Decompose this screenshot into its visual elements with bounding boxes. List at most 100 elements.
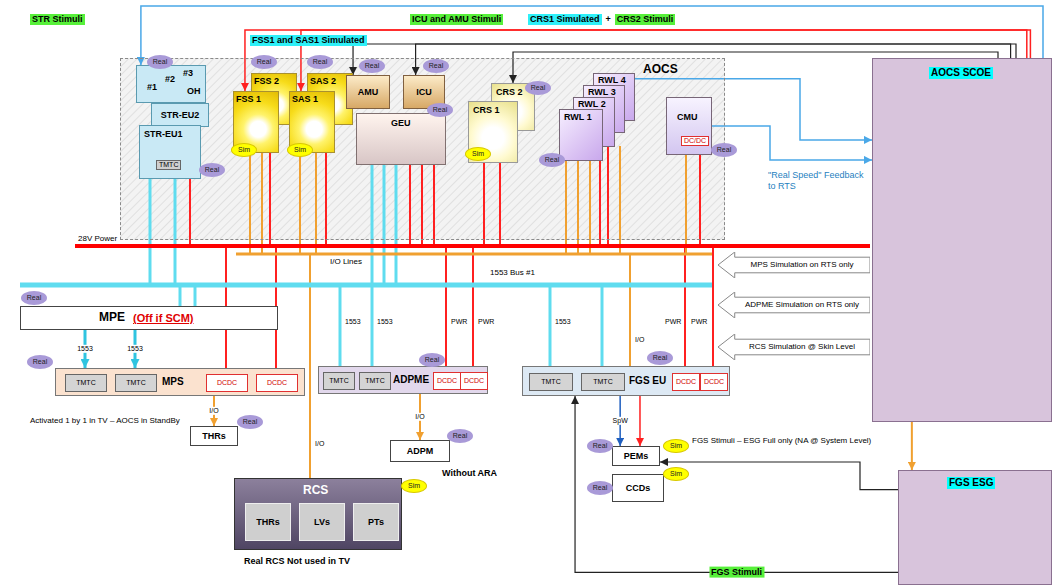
test-equipment-panel: AOCS SCOE bbox=[872, 58, 1052, 422]
unit-box: MPE(Off if SCM) bbox=[20, 306, 278, 330]
block-arrow: MPS Simulation on RTS only bbox=[718, 252, 870, 278]
tmtc-board: TMTC bbox=[359, 372, 391, 390]
node-label: GEU bbox=[391, 118, 411, 128]
io-wires bbox=[250, 124, 686, 478]
connector-label: SpW bbox=[612, 417, 629, 425]
node-label: Real bbox=[653, 354, 667, 362]
power-wire bbox=[499, 162, 501, 246]
annotation-label: PWR bbox=[664, 318, 682, 326]
annotation-label: 1553 bbox=[344, 318, 362, 326]
power-wire bbox=[269, 152, 271, 246]
node-label: Real bbox=[531, 84, 545, 92]
block-arrow: ADPME Simulation on RTS only bbox=[718, 292, 870, 318]
status-badge: Real bbox=[427, 103, 453, 117]
dcdc-board: DCDC bbox=[460, 372, 488, 390]
star-tracker-unit: STR-EU1TMTC bbox=[139, 125, 201, 179]
node-label: STR-EU1 bbox=[144, 129, 183, 139]
node-label: TMTC bbox=[329, 377, 348, 385]
node-label: RWL 2 bbox=[578, 99, 606, 109]
node-label: ADPM bbox=[407, 446, 434, 456]
propulsion-part: LVs bbox=[299, 503, 345, 541]
annotation-label: 1553 bbox=[554, 318, 572, 326]
status-badge: Real bbox=[359, 59, 385, 73]
annotation-label: PWR bbox=[477, 318, 495, 326]
annotation-label: I/O Lines bbox=[330, 257, 362, 267]
node-label: Real bbox=[545, 156, 559, 164]
status-badge: Real bbox=[647, 351, 673, 365]
node-label: DCDC bbox=[437, 377, 457, 385]
annotation-label: CRS1 Simulated bbox=[528, 14, 602, 25]
power-wire bbox=[472, 246, 474, 371]
node-label: MPS Simulation on RTS only bbox=[750, 260, 853, 269]
subsystem-region: AOCS#1#2#3OHSTR-EU2STR-EU1TMTCFSS 2FSS 1… bbox=[120, 58, 725, 240]
connector bbox=[141, 6, 1043, 65]
io-wire bbox=[249, 152, 251, 254]
io-wire bbox=[309, 254, 311, 478]
tmtc-board: TMTC bbox=[581, 373, 625, 391]
annotation-label: FSS1 and SAS1 Simulated bbox=[250, 35, 367, 46]
propulsion-part: PTs bbox=[353, 503, 399, 541]
node-label: Real bbox=[453, 432, 467, 440]
power-wires bbox=[190, 146, 713, 373]
node-label: Real bbox=[425, 356, 439, 364]
node-label: RCS Simulation @ Skin Level bbox=[749, 342, 855, 351]
node-label: CMU bbox=[677, 112, 698, 122]
node-label: Real bbox=[205, 166, 219, 174]
connector bbox=[575, 396, 898, 572]
control-unit: CMU DC/DC bbox=[666, 97, 712, 155]
tmtc-board: TMTC bbox=[65, 374, 107, 392]
propulsion-part: THRs bbox=[245, 503, 291, 541]
power-wire bbox=[712, 246, 714, 372]
node-label: AOCS SCOE bbox=[929, 67, 993, 79]
unit-box: ADPMETMTCTMTCDCDCDCDC bbox=[318, 366, 488, 394]
annotation-label: STR Stimuli bbox=[30, 14, 85, 25]
data-wire bbox=[601, 285, 604, 372]
data-wires bbox=[150, 164, 602, 372]
connector-label: FGS Stimuli bbox=[709, 567, 764, 578]
status-badge: Real bbox=[711, 143, 737, 157]
annotation-label: FGS Stimuli – ESG Full only (NA @ System… bbox=[692, 436, 871, 446]
data-wire bbox=[395, 164, 398, 285]
node-label: TMTC bbox=[593, 378, 612, 386]
power-wire bbox=[409, 164, 411, 246]
node-label: ADPME bbox=[393, 374, 429, 386]
node-label: Real bbox=[243, 418, 257, 426]
annotation-label: I/O bbox=[634, 336, 645, 344]
annotation-label: CRS2 Stimuli bbox=[615, 14, 676, 25]
power-wire bbox=[684, 246, 686, 372]
node-label: RCS bbox=[303, 484, 328, 498]
power-wire bbox=[325, 152, 327, 246]
power-wire bbox=[189, 178, 191, 246]
status-badge: Real bbox=[587, 481, 613, 495]
connector bbox=[660, 462, 898, 490]
block-arrow-outline bbox=[718, 252, 870, 278]
node-label: Sim bbox=[408, 482, 420, 490]
power-wire bbox=[421, 164, 423, 246]
dcdc-board: DCDC bbox=[256, 374, 298, 392]
io-bus bbox=[236, 253, 712, 256]
data-wire bbox=[194, 285, 197, 306]
dcdc-board: DCDC bbox=[433, 372, 461, 390]
annotation-label: I/O bbox=[314, 440, 325, 448]
node-label: OH bbox=[187, 86, 201, 96]
unit-box: ADPM bbox=[390, 440, 450, 462]
annotation-label: + bbox=[606, 14, 611, 25]
node-label: RWL 4 bbox=[598, 75, 626, 85]
unit-box: MPSTMTCTMTCDCDCDCDC bbox=[55, 368, 305, 396]
status-badge: Real bbox=[147, 55, 173, 69]
node-label: #2 bbox=[165, 74, 175, 84]
node-label: STR-EU2 bbox=[161, 110, 200, 120]
node-label: DC/DC bbox=[681, 136, 709, 146]
power-wire bbox=[599, 160, 601, 246]
node-label: Real bbox=[717, 146, 731, 154]
data-bus bbox=[20, 283, 712, 288]
status-badge: Real bbox=[21, 291, 47, 305]
annotation-label: 28V Power bbox=[78, 234, 117, 244]
node-label: ADPME Simulation on RTS only bbox=[745, 300, 859, 309]
unit-box: FGS EUTMTCTMTCDCDCDCDC bbox=[522, 366, 730, 396]
dcdc-board: DCDC bbox=[206, 374, 248, 392]
block-arrow-outline bbox=[718, 334, 870, 360]
data-wire bbox=[383, 164, 386, 285]
node-label: TMTC bbox=[76, 379, 95, 387]
